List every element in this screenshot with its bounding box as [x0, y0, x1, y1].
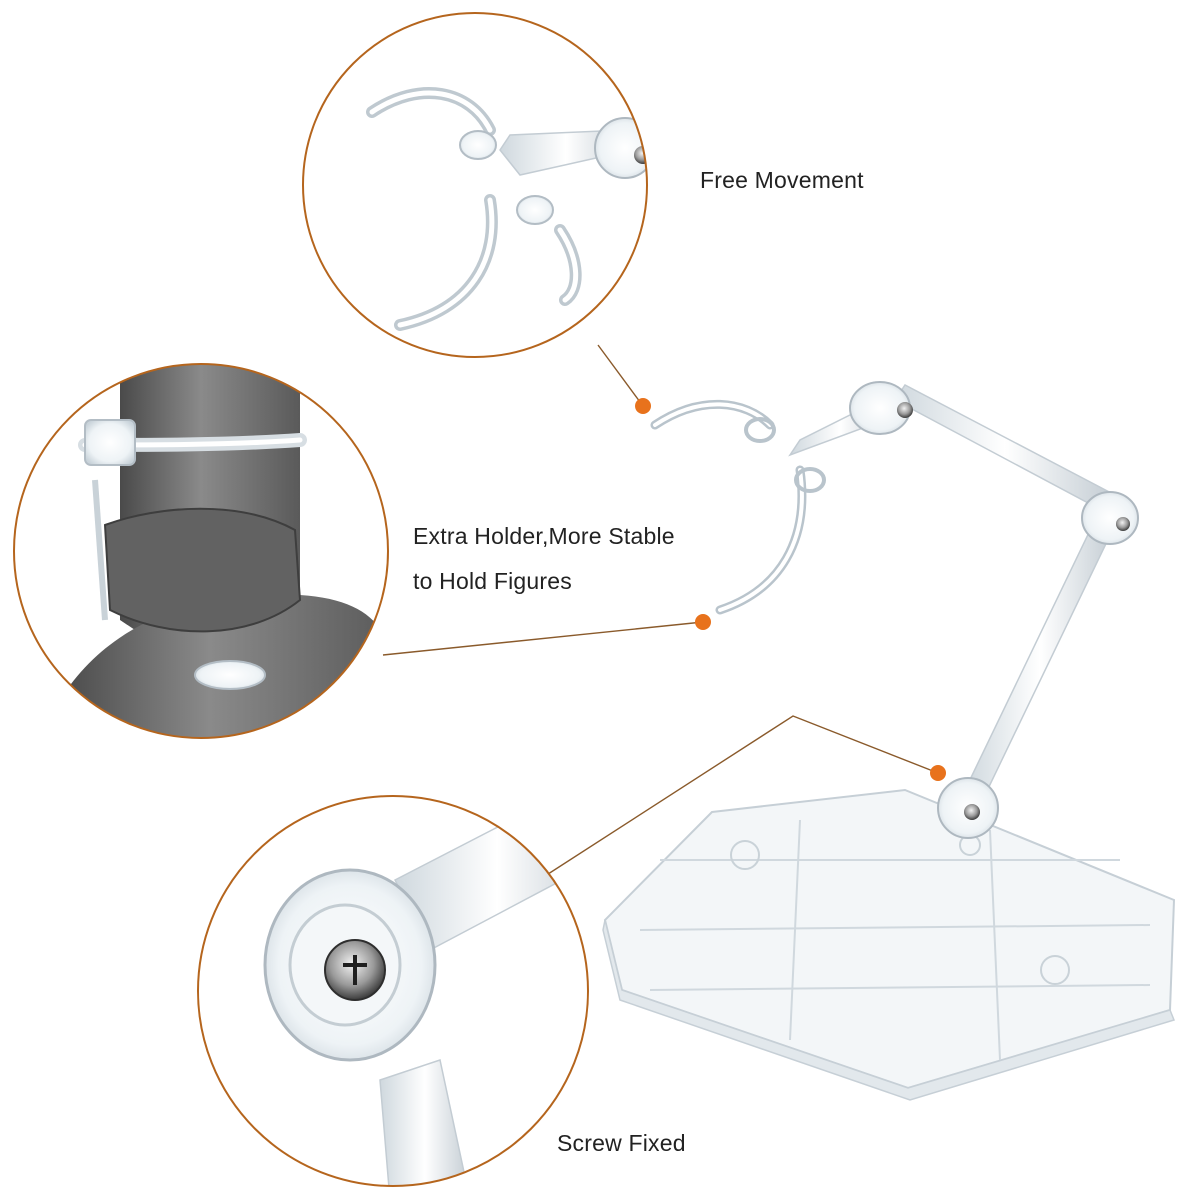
extra-holder-label: Extra Holder,More Stable to Hold Figures	[413, 514, 675, 604]
marker-dot-icon	[635, 398, 651, 414]
extra-holder-label-line2: to Hold Figures	[413, 568, 572, 594]
marker-dot-icon	[930, 765, 946, 781]
leader-line-screw	[544, 715, 939, 877]
stand-arm	[788, 381, 1139, 839]
joint-top	[849, 381, 913, 435]
stand-base	[602, 788, 1176, 1101]
leader-lines	[382, 344, 939, 877]
leader-line-holder	[382, 621, 704, 656]
detail-circle-holder	[13, 363, 389, 739]
joint-base	[937, 777, 999, 839]
markers	[635, 398, 946, 781]
leader-line-free-movement	[597, 344, 644, 407]
screw-icon	[634, 146, 647, 164]
stand-clamp	[650, 399, 826, 615]
joint-middle	[1081, 491, 1139, 545]
extra-holder-label-line1: Extra Holder,More Stable	[413, 523, 675, 549]
marker-dot-icon	[695, 614, 711, 630]
detail-circle-screw-fixed	[197, 795, 589, 1187]
screw-fixed-label: Screw Fixed	[557, 1130, 686, 1156]
free-movement-label: Free Movement	[700, 167, 864, 193]
detail-circle-free-movement	[302, 12, 648, 358]
